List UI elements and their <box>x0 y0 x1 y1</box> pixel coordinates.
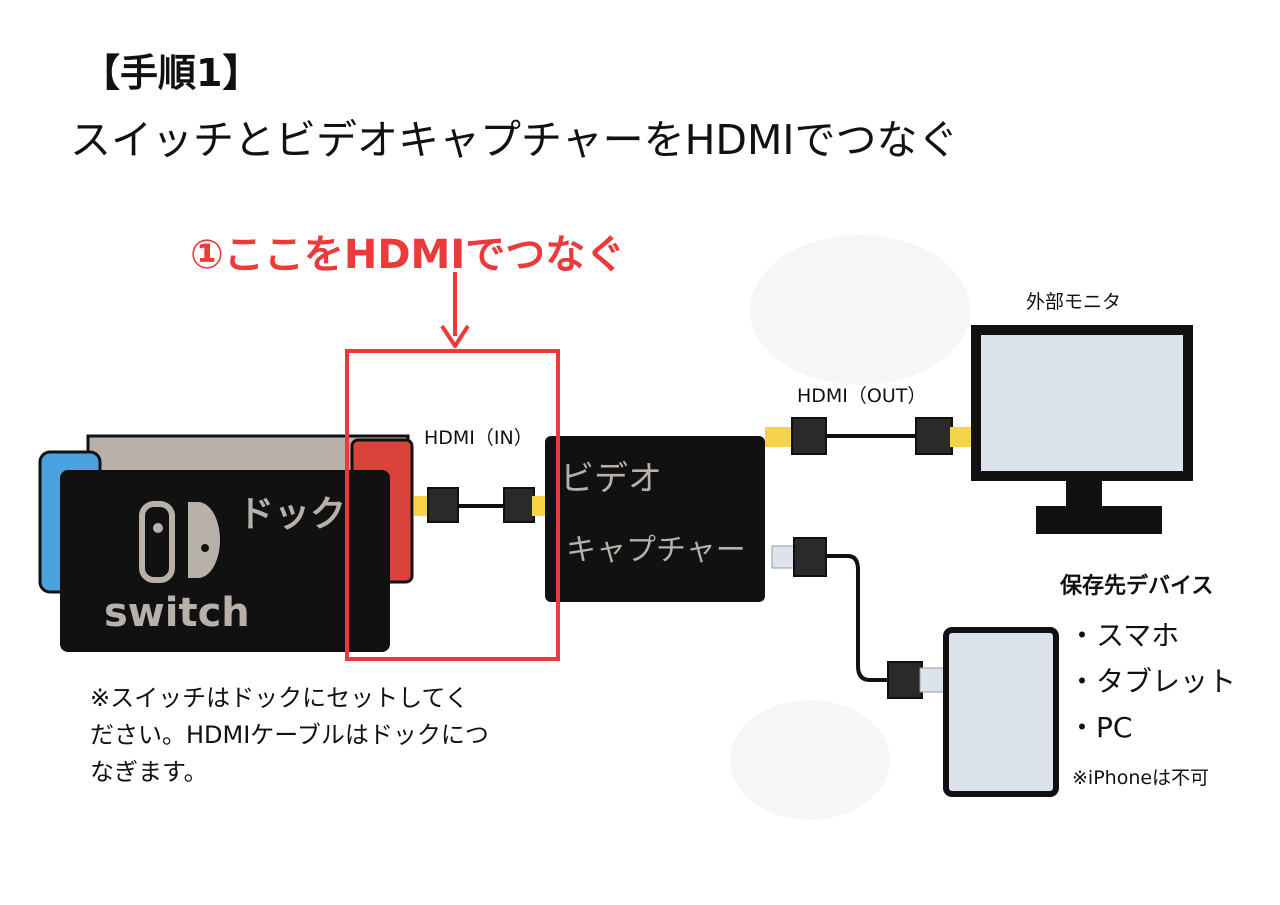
dock-label: ドック <box>238 494 346 535</box>
connector-tip <box>919 667 945 693</box>
footnote: ※スイッチはドックにセットしてく ださい。HDMIケーブルはドックにつ なぎます… <box>90 680 489 791</box>
switch-logo-dot <box>201 544 209 552</box>
iphone-note: ※iPhoneは不可 <box>1072 767 1210 789</box>
footnote-line: ※スイッチはドックにセットしてく <box>90 684 469 712</box>
destinations-title: 保存先デバイス <box>1060 574 1214 599</box>
monitor-screen <box>971 325 1193 481</box>
highlight-box <box>345 349 560 661</box>
hdmi-in-cable <box>414 487 548 523</box>
background-blob <box>730 700 890 820</box>
connector-tip <box>765 427 793 447</box>
connector-tip <box>771 545 797 569</box>
connector-body <box>887 661 923 699</box>
capture-label-line1: ビデオ <box>560 459 662 499</box>
destination-item: ・スマホ <box>1068 619 1180 652</box>
destination-item: ・タブレット <box>1068 665 1237 698</box>
storage-device-illustration <box>943 627 1059 797</box>
footnote-line: なぎます。 <box>90 758 208 786</box>
connector-tip <box>532 496 548 516</box>
connector-body <box>915 417 953 455</box>
hdmi-out-cable <box>765 417 982 455</box>
switch-dock-illustration <box>38 434 414 652</box>
switch-label: switch <box>104 590 250 636</box>
monitor-neck <box>1066 476 1102 508</box>
switch-logo-left <box>139 501 175 583</box>
capture-label-line2: キャプチャー <box>566 533 746 568</box>
cable-line <box>826 554 888 682</box>
switch-logo-dot <box>153 523 163 533</box>
hdmi-in-label: HDMI（IN） <box>424 427 533 449</box>
hdmi-out-label: HDMI（OUT） <box>797 385 927 407</box>
step-title: 【手順1】 <box>82 51 261 95</box>
callout-text: ①ここをHDMIでつなぐ <box>190 232 626 278</box>
connector-body <box>427 487 459 523</box>
capture-device-body <box>545 436 765 602</box>
step-instruction: スイッチとビデオキャプチャーをHDMIでつなぐ <box>70 116 959 164</box>
monitor-base <box>1036 506 1162 534</box>
connector-body <box>793 537 827 577</box>
monitor-label: 外部モニタ <box>1026 291 1122 313</box>
switch-logo-right <box>188 502 220 578</box>
footnote-line: ださい。HDMIケーブルはドックにつ <box>90 721 489 749</box>
connector-body <box>791 417 827 455</box>
usb-cable <box>771 537 945 699</box>
background-blob <box>750 235 970 385</box>
connector-tip <box>414 496 430 516</box>
destination-item: ・PC <box>1068 711 1133 744</box>
connector-body <box>503 487 535 523</box>
monitor-illustration <box>971 325 1193 534</box>
callout-arrow-head <box>440 324 470 348</box>
